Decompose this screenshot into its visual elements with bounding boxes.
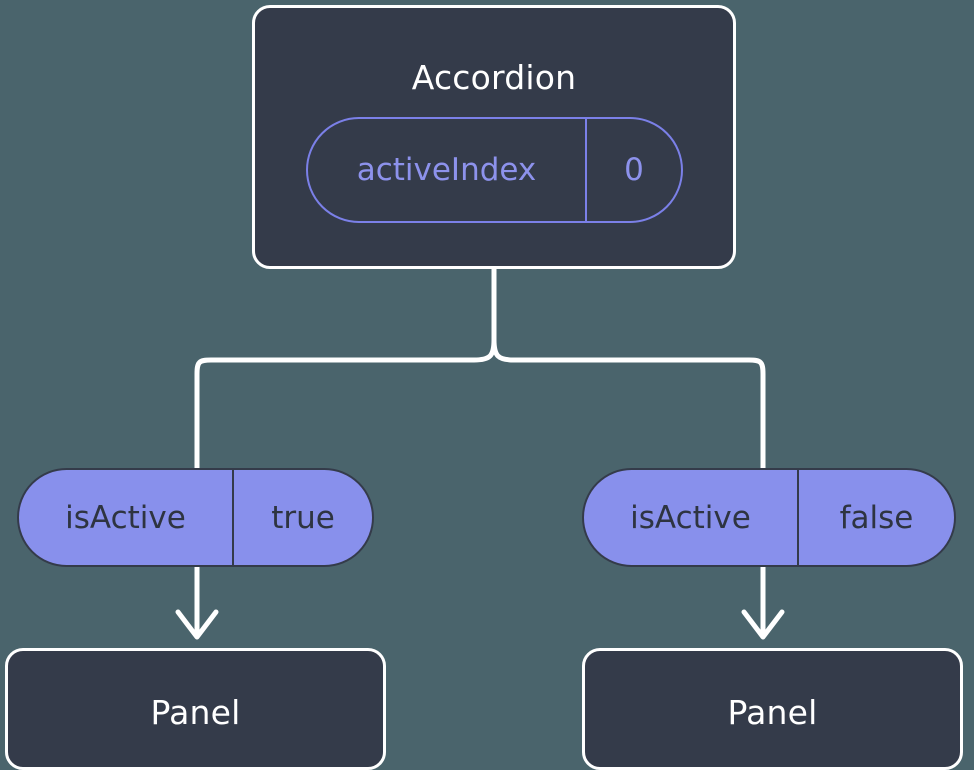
arrow-left-head-icon — [175, 609, 219, 640]
prop-pill-is-active-true[interactable]: isActive true — [17, 468, 374, 567]
prop-pill-key: isActive — [584, 470, 799, 565]
accordion-title: Accordion — [411, 58, 577, 97]
panel-component-card-right[interactable]: Panel — [582, 648, 963, 770]
panel-component-card-left[interactable]: Panel — [5, 648, 386, 770]
panel-title-left: Panel — [150, 693, 241, 732]
panel-title-right: Panel — [727, 693, 818, 732]
prop-pill-is-active-false[interactable]: isActive false — [582, 468, 956, 567]
fork-connector-right — [491, 337, 766, 473]
prop-pill-key: isActive — [19, 470, 234, 565]
state-pill-value: 0 — [624, 152, 644, 188]
prop-pill-value: false — [839, 499, 914, 536]
prop-pill-value: true — [271, 499, 335, 536]
fork-connector — [194, 265, 497, 473]
state-pill-key: activeIndex — [308, 119, 587, 221]
state-pill-active-index[interactable]: activeIndex 0 — [306, 117, 683, 223]
arrow-right-head-icon — [741, 609, 785, 640]
